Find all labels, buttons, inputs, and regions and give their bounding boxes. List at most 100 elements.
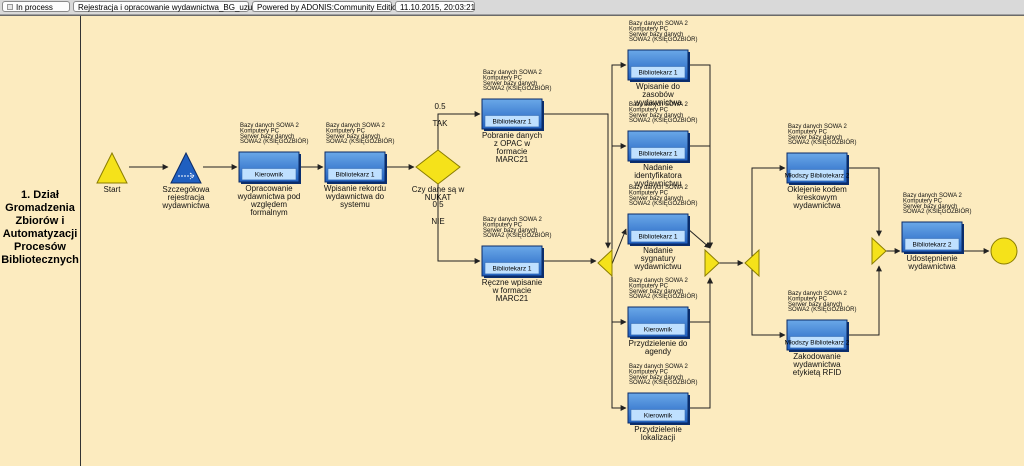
status-tab[interactable]: In process <box>2 1 70 12</box>
performer-label: Bibliotekarz 1 <box>492 266 531 273</box>
resource-label: SOWA2 (KSIĘGOZBIÓR) <box>903 208 971 215</box>
performer-box <box>241 168 297 181</box>
flow-arrow <box>542 113 611 249</box>
performer-label: Młodszy Bibliotekarz 2 <box>785 340 850 347</box>
activity-label: Przydzielenie <box>634 425 682 434</box>
resource-label: Serwer bazy danych <box>629 113 683 119</box>
resource-label: Bazy danych SOWA 2 <box>629 278 688 284</box>
resource-label: Bazy danych SOWA 2 <box>483 70 542 76</box>
flow-arrow <box>751 165 786 263</box>
resource-label: SOWA2 (KSIĘGOZBIÓR) <box>483 232 551 239</box>
activity-label: wydawnictwa <box>792 201 841 210</box>
end-event <box>990 237 1018 265</box>
flow-arrow <box>611 228 627 265</box>
resource-label: Serwer bazy danych <box>483 228 537 234</box>
resource-label: Serwer bazy danych <box>629 375 683 381</box>
activity-label: Ręczne wpisanie <box>482 278 543 287</box>
resource-label: Komputery PC <box>483 75 523 81</box>
resource-label: Serwer bazy danych <box>788 302 842 308</box>
flow-arrow <box>847 167 882 237</box>
start-label: Start <box>104 185 122 194</box>
resource-label: SOWA2 (KSIĘGOZBIÓR) <box>326 138 394 145</box>
activity-label: z OPAC w <box>494 139 531 148</box>
status-icon <box>7 4 13 10</box>
resource-label: Komputery PC <box>629 107 669 113</box>
resource-label: Komputery PC <box>629 369 669 375</box>
resource-label: Bazy danych SOWA 2 <box>788 291 847 297</box>
performer-label: Bibliotekarz 1 <box>492 119 531 126</box>
subprocess-label: wydawnictwa <box>161 201 210 210</box>
subprocess-label: Szczegółowa <box>162 185 210 194</box>
performer-box <box>327 168 383 181</box>
resource-label: Komputery PC <box>903 198 943 204</box>
resource-label: SOWA2 (KSIĘGOZBIÓR) <box>788 139 856 146</box>
resource-label: Komputery PC <box>483 222 523 228</box>
activity-label: w formacie <box>492 286 532 295</box>
flow-arrow <box>688 145 713 249</box>
resource-label: Bazy danych SOWA 2 <box>629 185 688 191</box>
performer-label: Bibliotekarz 2 <box>912 242 951 249</box>
flow-arrow <box>688 64 713 249</box>
resource-label: Serwer bazy danych <box>483 81 537 87</box>
resource-label: Serwer bazy danych <box>326 134 380 140</box>
performer-label: Kierownik <box>644 327 673 334</box>
resource-label: Komputery PC <box>240 128 280 134</box>
activity-label: wydawnictwa <box>907 262 956 271</box>
resource-label: Komputery PC <box>788 129 828 135</box>
activity-label: wydawnictwu <box>633 179 681 188</box>
swimlane-header: 1. Dział Gromadzenia Zbiorów i Automatyz… <box>0 16 81 466</box>
no-probability: 0.5 <box>432 200 444 209</box>
subprocess-label: rejestracja <box>168 193 205 202</box>
resource-label: Bazy danych SOWA 2 <box>903 193 962 199</box>
start-event <box>96 151 128 184</box>
subprocess-arrow-icon <box>178 172 195 180</box>
activity-label: Opracowanie <box>245 184 293 193</box>
activity-label: Przydzielenie do <box>629 339 688 348</box>
resource-label: SOWA2 (KSIĘGOZBIÓR) <box>629 36 697 43</box>
resource-label: SOWA2 (KSIĘGOZBIÓR) <box>483 85 551 92</box>
diagram-canvas: 1. Dział Gromadzenia Zbiorów i Automatyz… <box>0 15 1024 466</box>
flow-arrow <box>611 143 627 264</box>
decision-gateway <box>415 149 461 185</box>
performer-box <box>789 336 845 349</box>
performer-box <box>904 238 960 251</box>
resource-label: Komputery PC <box>326 128 366 134</box>
flow-arrow <box>847 265 882 336</box>
resource-label: Serwer bazy danych <box>903 204 957 210</box>
decision-label: Czy dane są w <box>412 185 465 194</box>
resource-label: SOWA2 (KSIĘGOZBIÓR) <box>629 200 697 207</box>
activity-label: etykietą RFID <box>793 368 842 377</box>
resource-label: Komputery PC <box>629 26 669 32</box>
resource-label: SOWA2 (KSIĘGOZBIÓR) <box>629 293 697 300</box>
resource-label: SOWA2 (KSIĘGOZBIÓR) <box>629 379 697 386</box>
activity-label: agendy <box>645 347 671 356</box>
resource-label: Serwer bazy danych <box>788 135 842 141</box>
activity-label: identyfikatora <box>634 171 682 180</box>
yes-probability: 0.5 <box>434 102 446 111</box>
model-name-tab[interactable]: Rejestracja i opracowanie wydawnictwa_BG… <box>73 1 265 12</box>
subprocess-shape <box>170 151 202 184</box>
activity-label: Nadanie <box>643 163 673 172</box>
resource-label: Bazy danych SOWA 2 <box>240 123 299 129</box>
flow-arrow <box>751 263 786 338</box>
performer-box <box>630 323 686 336</box>
activity-label: Oklejenie kodem <box>787 185 847 194</box>
activity-label: wydawnictwu <box>633 262 681 271</box>
timestamp-tab: 11.10.2015, 20:03:21 <box>395 1 475 12</box>
performer-label: Kierownik <box>644 413 673 420</box>
performer-label: Kierownik <box>255 172 284 179</box>
swimlane-label: 1. Dział Gromadzenia Zbiorów i Automatyz… <box>1 189 79 266</box>
